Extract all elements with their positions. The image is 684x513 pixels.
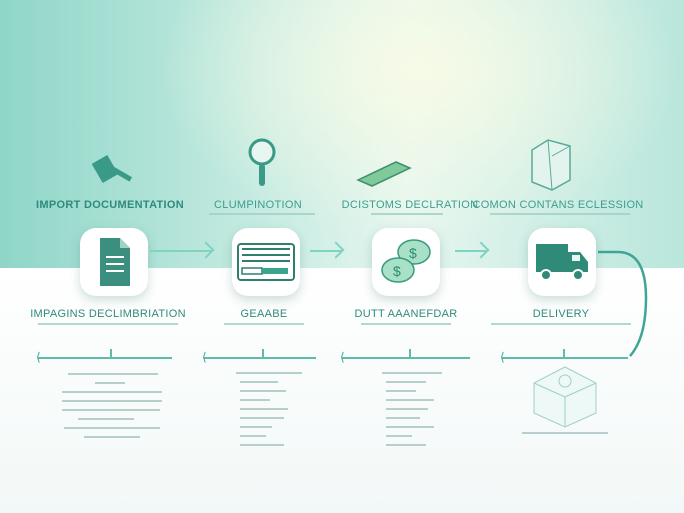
truck-icon xyxy=(536,244,588,281)
step-title-1: IMPORT DOCUMENTATION xyxy=(36,199,184,211)
step-title-2: CLUMPINOTION xyxy=(214,199,302,211)
card-truck xyxy=(528,228,596,296)
subtitle-line xyxy=(371,213,443,215)
magnifier-icon xyxy=(248,138,276,186)
step-title-3: DCISTOMS DECLRATION xyxy=(341,199,479,211)
timeline-line: ⟨ xyxy=(340,351,470,363)
subtitle-line xyxy=(209,213,315,215)
flow-arrow xyxy=(455,250,487,252)
bottom-label-4: DELIVERY xyxy=(532,308,590,320)
cube-caption xyxy=(522,432,608,434)
return-curve xyxy=(598,250,648,357)
card-form xyxy=(232,228,300,296)
subtitle-line xyxy=(361,323,451,325)
hammer-icon xyxy=(92,154,133,184)
form-icon xyxy=(237,243,295,281)
flow-arrow xyxy=(310,250,342,252)
bottom-label-2: GEAABE xyxy=(240,308,288,320)
document-icon xyxy=(100,238,130,286)
subtitle-line xyxy=(38,323,178,325)
timeline-line: ⟨ xyxy=(36,351,172,363)
tick xyxy=(409,349,411,357)
timeline-line: ⟨ xyxy=(500,351,628,363)
bottom-label-1: IMPAGINS DECLIMBRIATION xyxy=(30,308,186,320)
timeline-line: ⟨ xyxy=(202,351,316,363)
flow-arrow xyxy=(150,250,212,252)
tick xyxy=(110,349,112,357)
tick xyxy=(563,349,565,357)
tick xyxy=(262,349,264,357)
cube-icon xyxy=(533,366,597,428)
container-icon xyxy=(531,139,571,191)
svg-text:$: $ xyxy=(409,245,417,261)
svg-text:$: $ xyxy=(393,263,401,279)
card-coins: $$ xyxy=(372,228,440,296)
subtitle-line xyxy=(224,323,304,325)
subtitle-line xyxy=(490,213,630,215)
subtitle-line xyxy=(491,323,631,325)
card-document xyxy=(80,228,148,296)
bottom-label-3: DUTT AAANEFDAR xyxy=(354,308,458,320)
bill-icon xyxy=(356,161,412,187)
step-title-4: COMON CONTANS ECLESSION xyxy=(472,199,644,211)
coins-icon: $$ xyxy=(381,239,431,283)
